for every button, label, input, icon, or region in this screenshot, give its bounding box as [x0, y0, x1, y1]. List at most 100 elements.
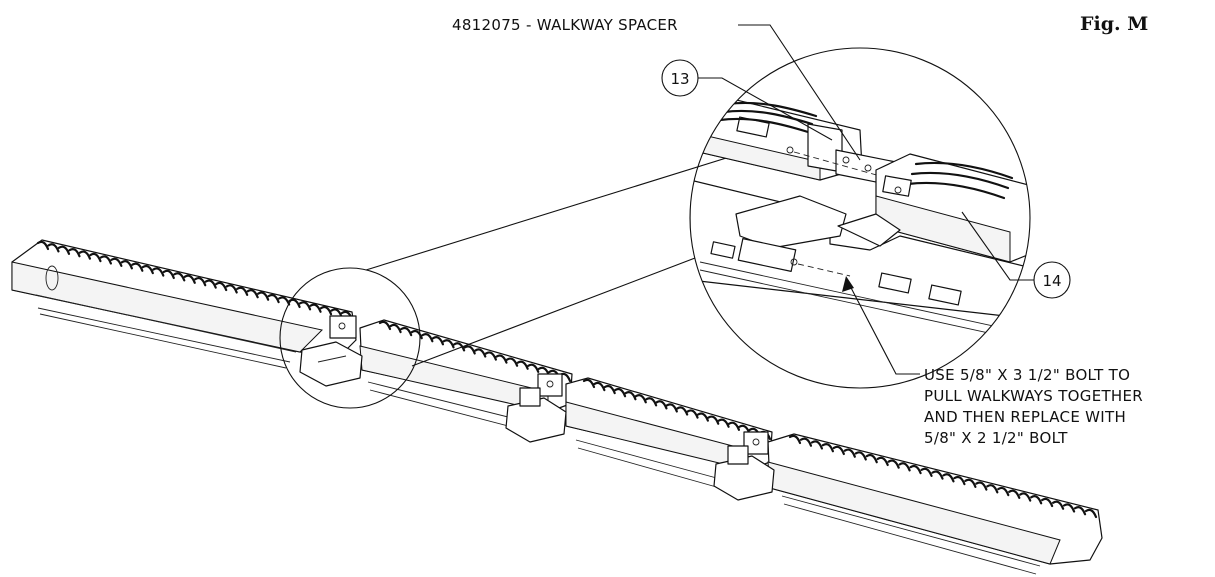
tread-bar — [78, 250, 92, 260]
tread-bar — [964, 478, 977, 488]
tread-bar — [1073, 506, 1087, 516]
tread-bar — [505, 357, 519, 367]
tread-bar — [431, 336, 445, 346]
note-line-2: PULL WALKWAYS TOGETHER — [924, 387, 1143, 405]
tread-bar — [57, 245, 71, 255]
tread-bar — [183, 274, 196, 284]
tread-bar — [727, 421, 741, 431]
tread-bar — [68, 248, 81, 258]
tread-bar — [410, 329, 423, 340]
note-arrowhead — [842, 276, 854, 292]
tread-bar — [204, 279, 217, 289]
tread-bar — [865, 453, 878, 464]
tread-bar — [634, 394, 647, 404]
tread-bar — [676, 406, 689, 416]
tread-bar — [330, 308, 343, 318]
tread-bar — [686, 409, 699, 419]
note-line-4: 5/8" X 2 1/2" BOLT — [924, 429, 1068, 447]
tread-bar — [582, 378, 596, 389]
tread-bar — [131, 262, 144, 272]
tread-bar — [1041, 497, 1054, 508]
tread-bar — [810, 440, 824, 450]
tread-bar — [887, 459, 900, 469]
tread-bar — [516, 360, 529, 370]
spacer-part-label: 4812075 - WALKWAY SPACER — [452, 16, 678, 34]
tread-bar — [47, 243, 60, 253]
tread-bar — [421, 333, 434, 343]
balloon-13: 13 — [661, 59, 833, 141]
tread-pattern-3 — [582, 378, 772, 441]
tread-bar — [717, 418, 730, 428]
tread-bar — [278, 296, 291, 306]
walkway-segment-3 — [565, 377, 773, 489]
tread-bar — [257, 291, 270, 301]
tread-bar — [624, 391, 637, 401]
tread-bar — [484, 351, 497, 361]
tread-bar — [225, 284, 238, 294]
tread-bar — [298, 301, 312, 311]
tread-pattern-1 — [36, 240, 354, 321]
tread-bar — [876, 456, 889, 467]
tread-bar — [194, 276, 207, 287]
tread-bar — [215, 281, 228, 292]
tread-bar — [655, 400, 668, 410]
detail-leader-upper — [365, 149, 753, 271]
tread-bar — [997, 486, 1010, 497]
balloon-14-number: 14 — [1042, 272, 1061, 290]
tread-bar — [898, 462, 911, 472]
tread-bar — [696, 412, 709, 422]
tread-bar — [400, 326, 413, 337]
tread-bar — [236, 286, 249, 296]
tread-bar — [665, 403, 678, 413]
tread-bar — [36, 240, 50, 251]
tread-bar — [986, 484, 999, 494]
tread-bar — [527, 363, 540, 373]
tread-bar — [854, 451, 867, 461]
tread-bar — [931, 470, 944, 480]
tread-bar — [1030, 495, 1043, 505]
walkway-segment-2 — [359, 319, 573, 429]
detail-leader-lower — [411, 249, 717, 367]
tread-bar — [110, 257, 123, 267]
tread-bar — [173, 272, 186, 282]
tread-bar — [953, 475, 966, 486]
tread-bar — [309, 303, 322, 313]
tread-bar — [613, 387, 627, 398]
detail-magnified-circle — [689, 47, 1031, 389]
tread-bar — [832, 445, 845, 456]
tread-bar — [389, 323, 402, 334]
tread-bar — [120, 260, 133, 270]
tread-bar — [920, 467, 933, 477]
tread-bar — [537, 366, 550, 376]
joint-hardware — [299, 315, 775, 501]
tread-bar — [442, 339, 455, 349]
tread-bar — [738, 424, 751, 434]
tread-bar — [453, 342, 466, 352]
tread-bar — [1008, 489, 1021, 499]
note-line-1: USE 5/8" X 3 1/2" BOLT TO — [924, 366, 1130, 384]
tread-bar — [707, 415, 720, 425]
tread-bar — [463, 345, 476, 355]
tread-bar — [942, 473, 955, 483]
tread-bar — [141, 264, 154, 275]
tread-bar — [378, 320, 392, 331]
tread-bar — [1019, 492, 1032, 502]
tread-bar — [1052, 500, 1065, 510]
tread-bar — [799, 437, 813, 447]
tread-bar — [593, 381, 606, 392]
tread-bar — [246, 289, 259, 299]
tread-bar — [267, 293, 280, 304]
tread-bar — [89, 252, 102, 263]
tread-pattern-4 — [788, 434, 1098, 519]
tread-bar — [788, 434, 802, 445]
detail-view — [689, 47, 1031, 389]
tread-bar — [975, 481, 988, 491]
tread-bar — [909, 464, 922, 475]
note-line-3: AND THEN REPLACE WITH — [924, 408, 1126, 426]
tread-bar — [152, 267, 165, 277]
balloon-13-number: 13 — [670, 70, 689, 88]
tread-bar — [319, 305, 333, 316]
walkway-segment-1 — [11, 239, 357, 369]
tread-bar — [645, 397, 658, 407]
